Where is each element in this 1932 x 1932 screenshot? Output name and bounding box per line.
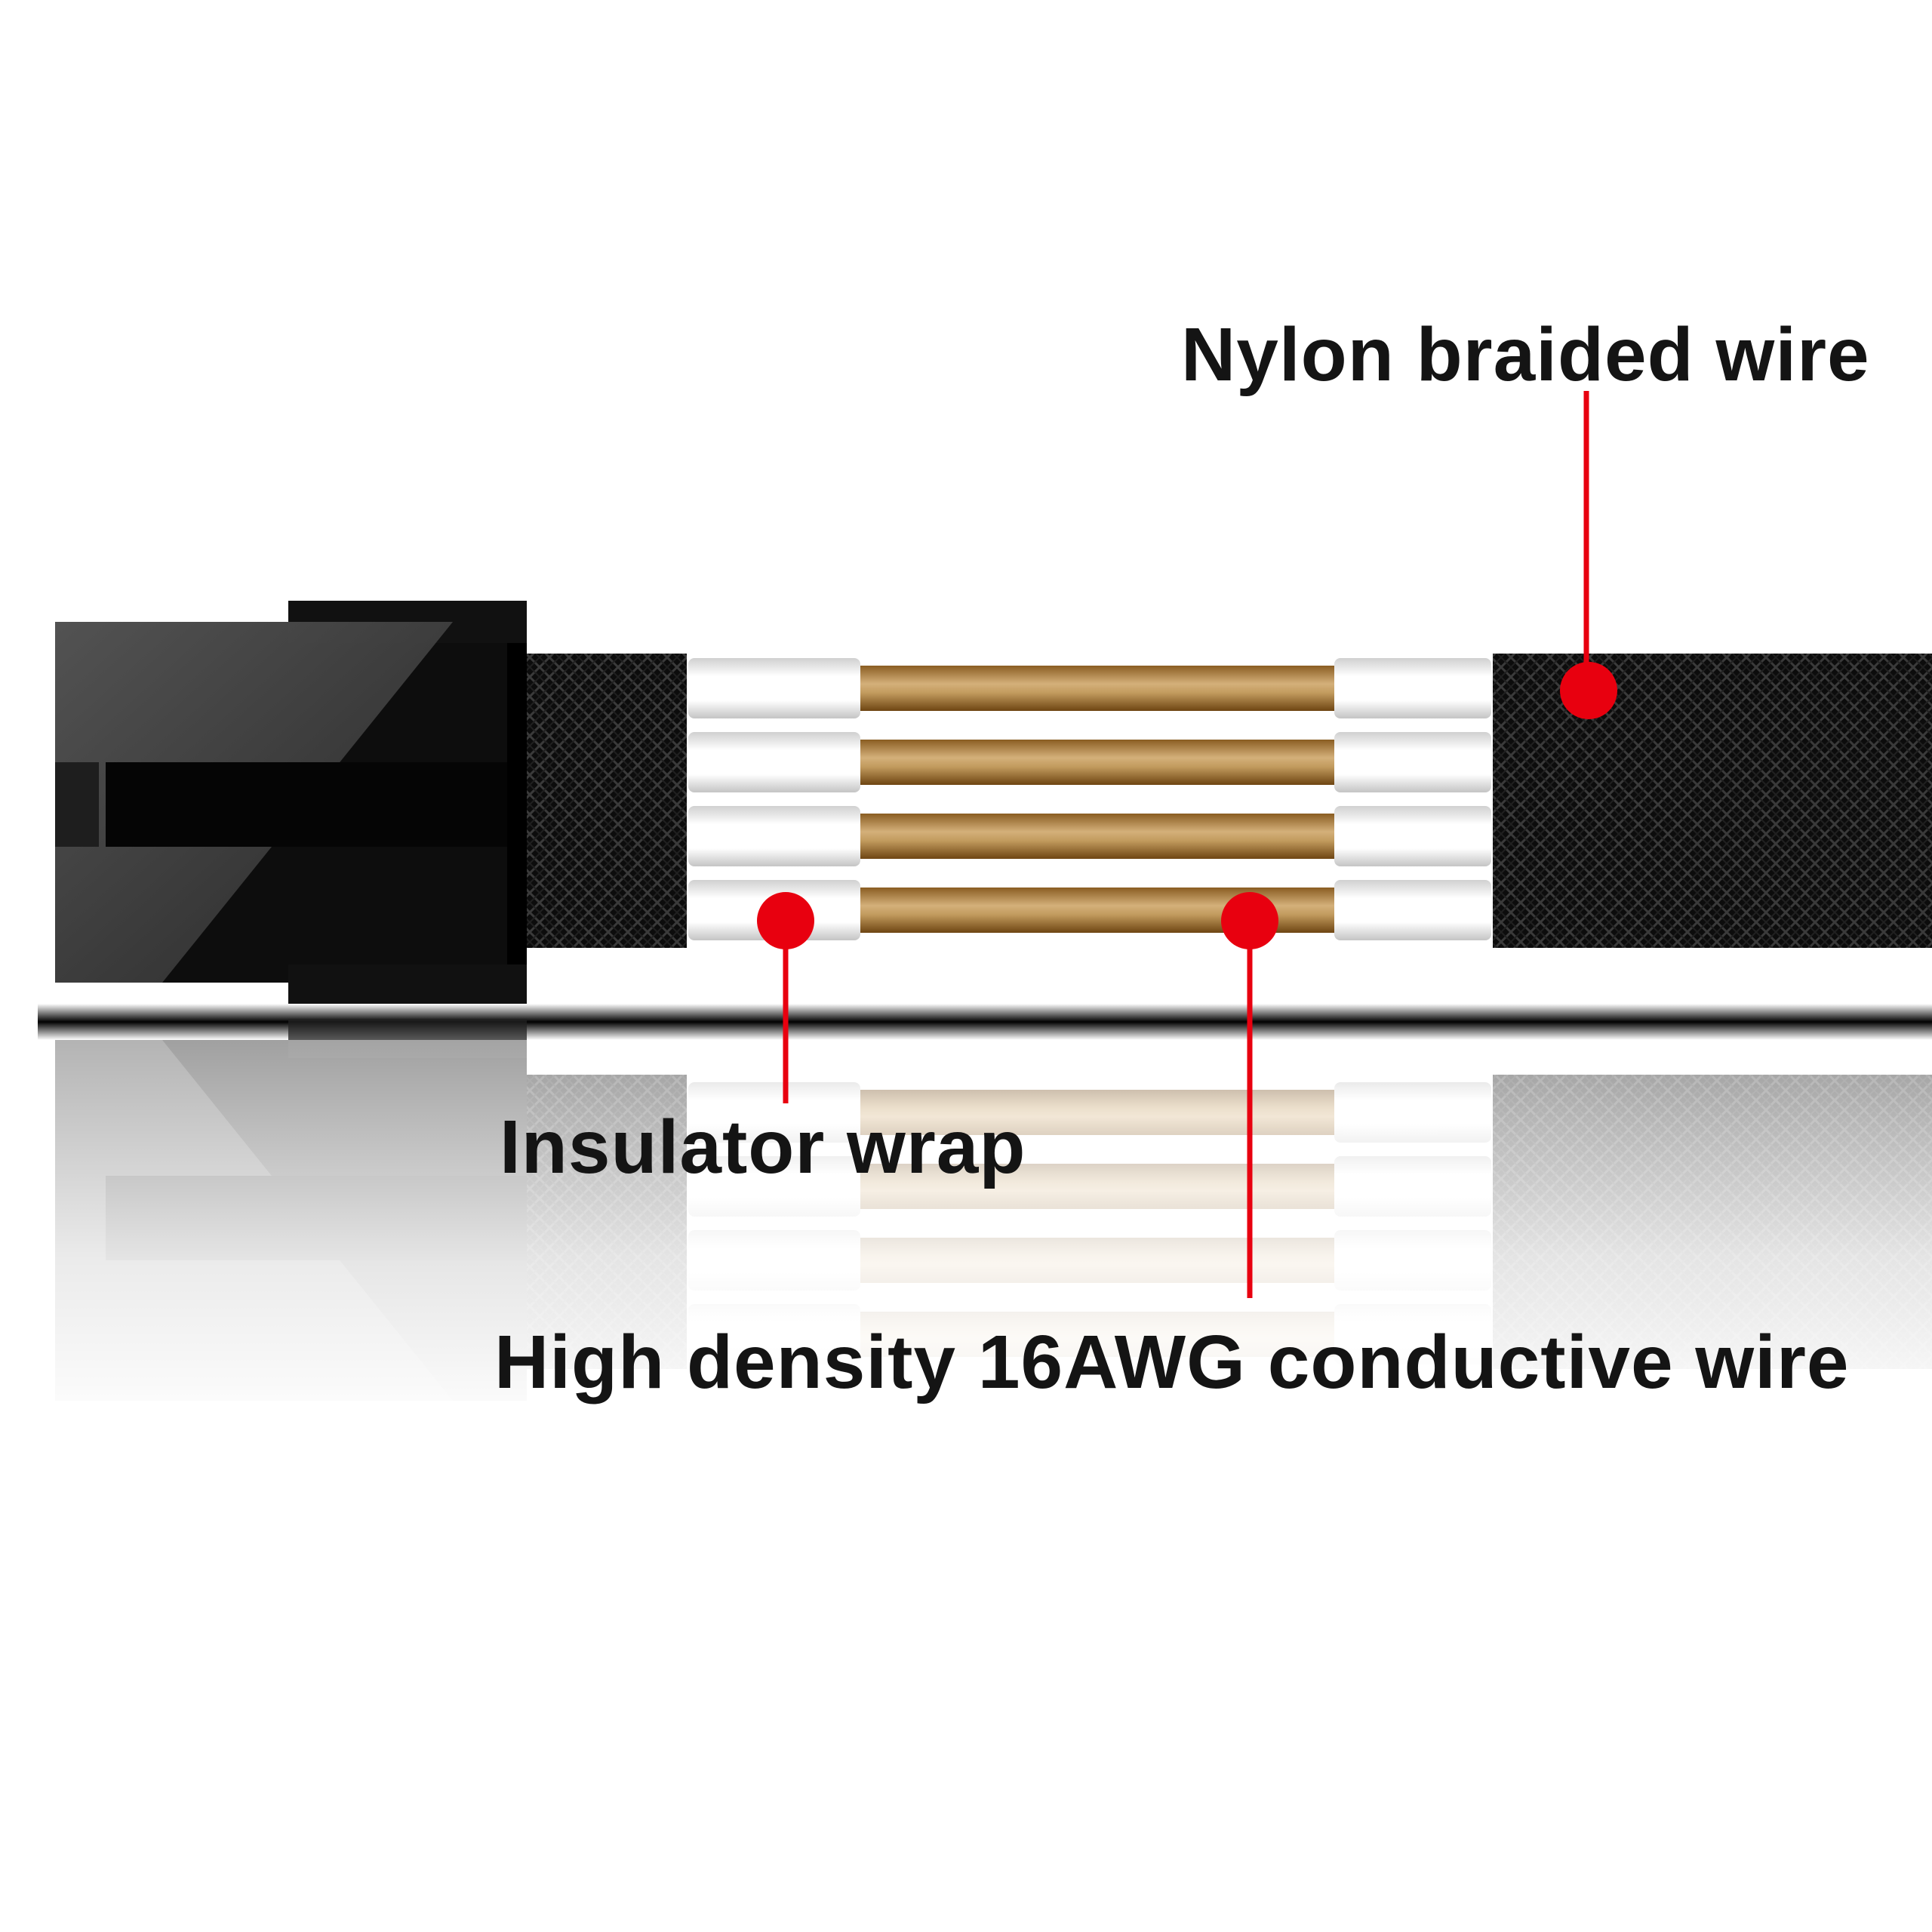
conductor-core: [860, 740, 1334, 785]
connector-inner-edge: [507, 643, 527, 964]
connector: [55, 601, 528, 1004]
connector-bottom-tab: [288, 964, 527, 1004]
nylon-braided-wire-label: Nylon braided wire: [1181, 312, 1870, 397]
conductive-wire-label: High density 16AWG conductive wire: [494, 1320, 1850, 1404]
insulator-left: [688, 658, 860, 718]
callout-conductive: [1221, 892, 1278, 1298]
callout-insulator: [757, 892, 814, 1103]
callout-nylon-dot: [1560, 662, 1617, 719]
insulator-right: [1334, 658, 1491, 718]
wire-1: [688, 658, 1491, 718]
braid-right: [1493, 654, 1932, 948]
connector-latch-notch: [55, 762, 99, 847]
insulator-right: [1334, 880, 1491, 940]
reflection-fade: [0, 1040, 1932, 1432]
insulator-wrap-label: Insulator wrap: [500, 1105, 1026, 1189]
insulator-right: [1334, 806, 1491, 866]
insulator-left: [688, 806, 860, 866]
reflection: [0, 1019, 1932, 1432]
connector-latch: [106, 762, 528, 847]
conductor-core: [860, 814, 1334, 859]
cable-main: [55, 601, 1932, 1004]
wire-3: [688, 806, 1491, 866]
braid-left: [527, 654, 687, 948]
wire-2: [688, 732, 1491, 792]
callout-nylon: [1560, 391, 1617, 719]
insulator-right: [1334, 732, 1491, 792]
insulator-left: [688, 732, 860, 792]
conductor-core: [860, 666, 1334, 711]
